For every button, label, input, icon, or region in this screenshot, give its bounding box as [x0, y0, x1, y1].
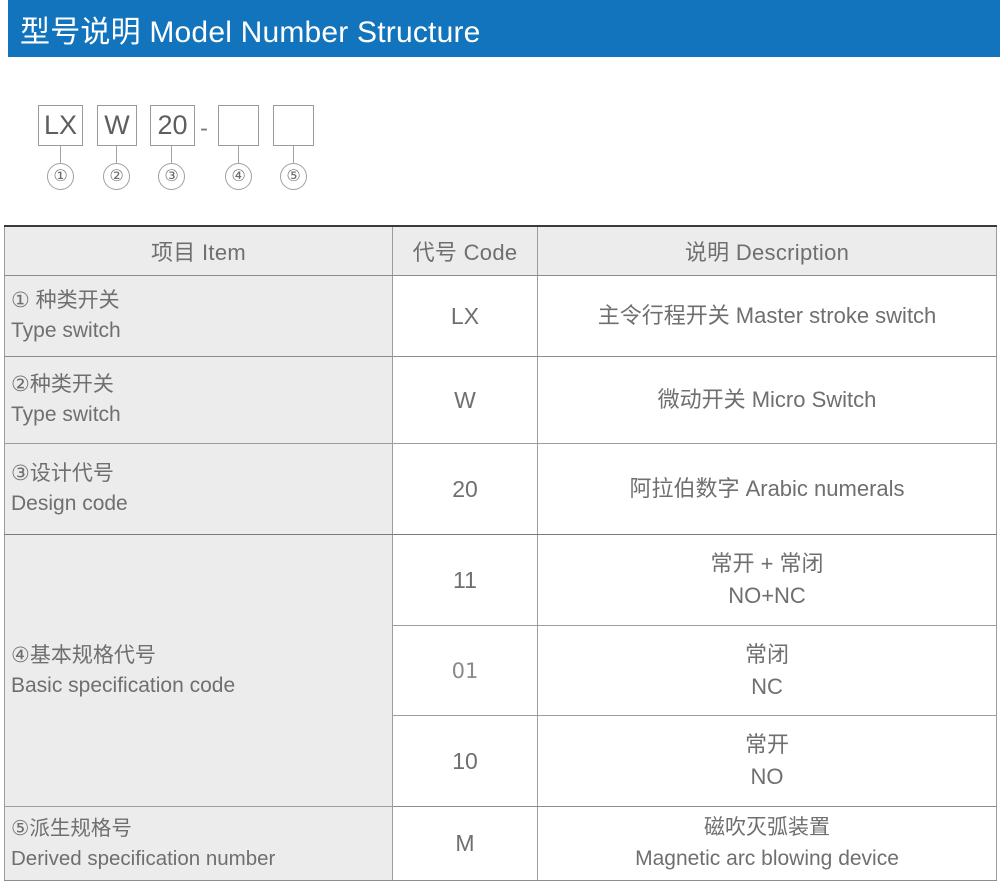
page-header-bar: 型号说明 Model Number Structure: [8, 0, 1000, 57]
model-code-box-2-label: W: [104, 110, 130, 140]
model-code-box-5: [273, 105, 314, 146]
page-title-cn: 型号说明: [20, 15, 141, 49]
table-header-row: 项目 Item 代号 Code 说明 Description: [4, 225, 997, 276]
row-item-5-cn: ⑤派生规格号: [11, 817, 132, 841]
table-row: 01 常闭 NC: [5, 625, 997, 716]
column-header-code: 代号 Code: [392, 225, 538, 276]
model-marker-3-label: ③: [164, 167, 179, 185]
row-desc-2-line1: 微动开关 Micro Switch: [657, 387, 877, 413]
row-item-5-en: Derived specification number: [11, 846, 276, 870]
model-code-box-4: [218, 105, 259, 146]
row-item-1-cn: ① 种类开关: [11, 289, 120, 313]
table-row: ④基本规格代号 Basic specification code 11 常开 +…: [4, 534, 997, 807]
column-header-description: 说明 Description: [537, 225, 997, 276]
row-desc-4a-line1: 常开 + 常闭: [710, 551, 824, 577]
row-desc-4b: 常闭 NC: [537, 625, 997, 716]
row-item-2: ②种类开关 Type switch: [4, 356, 393, 444]
model-marker-3: ③: [158, 163, 185, 190]
model-marker-2: ②: [103, 163, 130, 190]
row-item-3-cn: ③设计代号: [11, 462, 114, 486]
model-code-box-3-label: 20: [157, 110, 188, 140]
row-item-1: ① 种类开关 Type switch: [4, 275, 393, 357]
row-item-4-cn: ④基本规格代号: [11, 643, 156, 667]
row-desc-4c-line1: 常开: [744, 732, 789, 758]
row-code-4b: 01: [392, 625, 538, 716]
row-code-1: LX: [392, 275, 538, 357]
table-row: ②种类开关 Type switch W 微动开关 Micro Switch: [4, 356, 997, 444]
column-header-item: 项目 Item: [4, 225, 393, 276]
row-desc-4b-line2: NC: [751, 673, 783, 699]
model-connector-line-1: [60, 146, 62, 163]
model-marker-5-label: ⑤: [286, 167, 301, 185]
model-number-spec-table: 项目 Item 代号 Code 说明 Description ① 种类开关 Ty…: [4, 225, 997, 881]
table-row: ③设计代号 Design code 20 阿拉伯数字 Arabic numera…: [4, 443, 997, 535]
model-connector-line-2: [116, 146, 118, 163]
model-connector-line-5: [293, 146, 295, 163]
row-item-2-cn: ②种类开关: [11, 373, 114, 397]
row-item-5: ⑤派生规格号 Derived specification number: [4, 806, 393, 881]
table-row: ⑤派生规格号 Derived specification number M 磁吹…: [4, 806, 997, 881]
page-title: 型号说明 Model Number Structure: [8, 7, 481, 51]
model-number-diagram: LX ① W ② 20 ③ - ④ ⑤: [0, 95, 1000, 205]
model-code-box-1: LX: [38, 105, 83, 146]
model-marker-2-label: ②: [109, 167, 124, 185]
row-code-2: W: [392, 356, 538, 444]
row-desc-4a: 常开 + 常闭 NO+NC: [537, 534, 997, 626]
model-marker-1-label: ①: [53, 167, 68, 185]
page-title-en: Model Number Structure: [149, 15, 481, 49]
row-item-4: ④基本规格代号 Basic specification code: [4, 534, 393, 807]
model-separator-dash: -: [200, 115, 208, 142]
row-desc-4b-line1: 常闭: [744, 641, 789, 667]
table-row: ① 种类开关 Type switch LX 主令行程开关 Master stro…: [4, 275, 997, 357]
row-desc-1: 主令行程开关 Master stroke switch: [537, 275, 997, 357]
row-item-3-en: Design code: [11, 492, 128, 515]
row-item-4-en: Basic specification code: [11, 673, 236, 697]
model-code-box-1-label: LX: [43, 110, 78, 140]
model-code-box-2: W: [97, 105, 137, 146]
row-code-4a: 11: [392, 534, 538, 626]
model-code-box-3: 20: [150, 105, 195, 146]
model-marker-5: ⑤: [280, 163, 307, 190]
row-desc-1-line1: 主令行程开关 Master stroke switch: [597, 303, 937, 329]
row-desc-5-line2: Magnetic arc blowing device: [635, 846, 899, 870]
row-desc-5: 磁吹灭弧装置 Magnetic arc blowing device: [537, 806, 997, 881]
row-desc-2: 微动开关 Micro Switch: [537, 356, 997, 444]
row-desc-5-line1: 磁吹灭弧装置: [704, 816, 830, 840]
model-marker-1: ①: [47, 163, 74, 190]
model-marker-4-label: ④: [231, 167, 246, 185]
model-connector-line-3: [171, 146, 173, 163]
row-desc-3: 阿拉伯数字 Arabic numerals: [537, 443, 997, 535]
row-item-1-en: Type switch: [11, 319, 121, 342]
row-code-4c: 10: [392, 715, 538, 807]
row-item-2-en: Type switch: [11, 403, 121, 426]
row-desc-4c-line2: NO: [750, 764, 784, 789]
row-desc-3-line1: 阿拉伯数字 Arabic numerals: [629, 476, 905, 502]
model-marker-4: ④: [225, 163, 252, 190]
row-code-5: M: [392, 806, 538, 881]
row-desc-4a-line2: NO+NC: [728, 583, 806, 608]
row-item-3: ③设计代号 Design code: [4, 443, 393, 535]
row-code-3: 20: [392, 443, 538, 535]
row-desc-4c: 常开 NO: [537, 715, 997, 807]
model-connector-line-4: [238, 146, 240, 163]
